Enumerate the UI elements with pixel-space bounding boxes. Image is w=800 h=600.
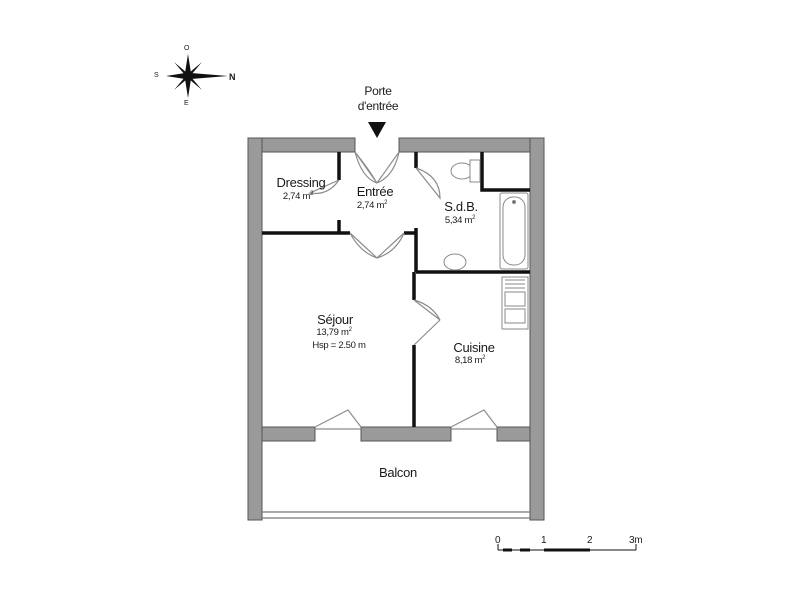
compass-rose-icon [166,54,228,98]
room-sejour-name: Séjour [317,312,353,327]
scale-tick-2: 2 [587,535,593,546]
fixtures [443,159,529,330]
room-cuisine-area: 8,18 m2 [454,355,486,367]
entrance-label-line1: Porte [364,84,392,98]
room-cuisine-name: Cuisine [453,340,495,355]
scale-tick-0: 0 [495,535,501,546]
scale-tick-1: 1 [541,535,547,546]
room-entree-name: Entrée [356,184,394,199]
compass-east-label: N [229,72,236,82]
room-sejour-height: Hsp = 2.50 m [312,340,366,351]
room-sejour-area: 13,79 m2 [316,327,352,339]
compass-north-label: O [184,45,190,52]
balcony-rail [262,511,530,519]
exterior-walls [247,137,545,521]
entrance-arrow-icon [368,122,386,138]
scale-bar [497,544,637,552]
room-dressing-name: Dressing [276,175,326,190]
sink-icon [443,253,467,271]
door-swings [307,151,498,430]
scale-tick-3m: 3m [629,535,643,546]
interior-partitions [262,152,530,427]
room-dressing-area: 2,74 m2 [282,191,314,203]
compass-south-label: E [184,100,189,107]
compass-west-label: S [154,72,159,79]
entrance-label-line2: d'entrée [357,99,399,113]
room-balcon-name: Balcon [379,465,417,480]
room-entree-area: 2,74 m2 [356,200,388,212]
room-sdb-name: S.d.B. [444,199,478,214]
room-sdb-area: 5,34 m2 [444,215,476,227]
